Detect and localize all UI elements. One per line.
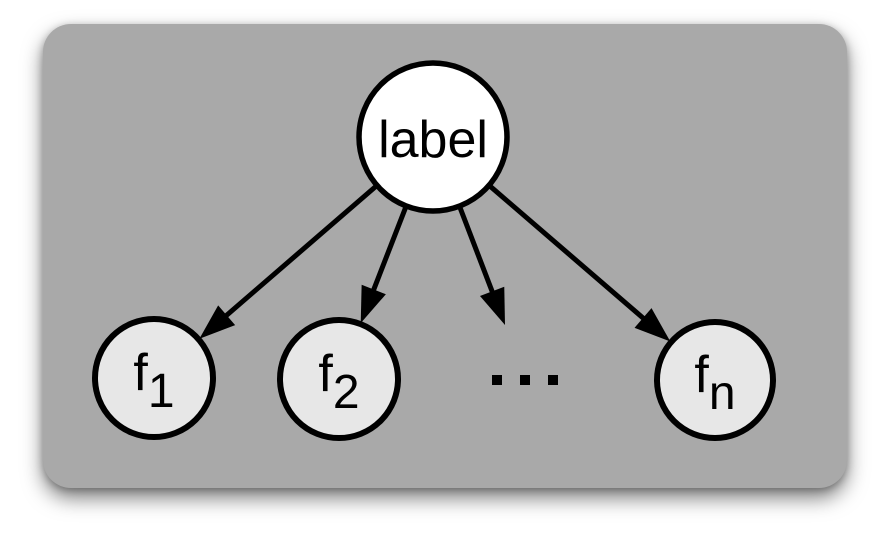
node-circle-label: [356, 60, 510, 214]
edge-line-1: [218, 183, 379, 323]
node-circle-f1: [92, 316, 216, 440]
edge-line-2: [368, 205, 409, 298]
node-fn: fn: [654, 319, 776, 441]
edge-arrowhead-4: [634, 308, 671, 342]
node-f1: f1: [92, 316, 216, 440]
edge-arrowhead-3: [479, 286, 505, 325]
node-circle-f2: [277, 317, 401, 441]
node-label: label: [356, 60, 510, 214]
node-circle-fn: [654, 319, 776, 441]
node-subscript-fn: n: [709, 367, 736, 420]
edge-line-4: [487, 183, 651, 326]
node-label-label: label: [378, 111, 488, 169]
ellipsis-dot-3: [548, 375, 558, 385]
node-f2: f2: [277, 317, 401, 441]
node-subscript-f2: 2: [333, 366, 360, 419]
edge-arrowhead-1: [199, 305, 236, 339]
ellipsis-dot-1: [492, 375, 502, 385]
node-subscript-f1: 1: [148, 365, 175, 418]
ellipsis-dot-2: [520, 375, 530, 385]
edge-arrowhead-2: [360, 284, 386, 324]
edge-line-3: [457, 205, 498, 300]
